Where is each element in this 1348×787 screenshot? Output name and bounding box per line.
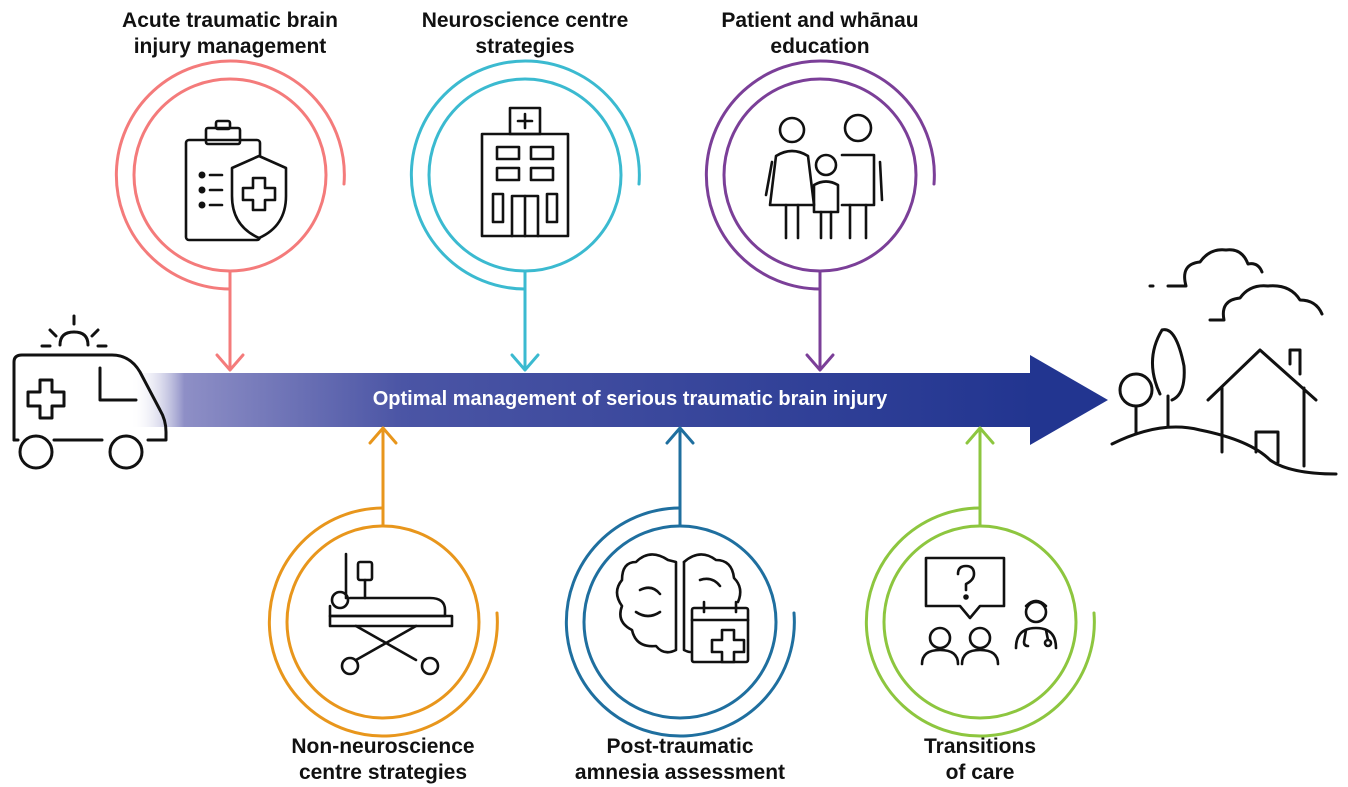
label-line: Patient and whānau — [721, 9, 919, 32]
hospital-icon — [480, 106, 570, 238]
main-arrow-label: Optimal management of serious traumatic … — [372, 388, 888, 410]
label-line: Acute traumatic brain — [122, 9, 338, 32]
label-neuroscience-centre: Neuroscience centre strategies — [375, 8, 675, 60]
home-icon — [1110, 248, 1338, 476]
family-icon — [764, 113, 884, 240]
label-line: Non-neuroscience — [291, 735, 475, 758]
label-non-neuroscience: Non-neuroscience centre strategies — [233, 734, 533, 786]
label-line: centre strategies — [298, 761, 468, 784]
label-transitions: Transitions of care — [830, 734, 1130, 786]
label-line: injury management — [133, 35, 327, 58]
label-line: amnesia assessment — [574, 761, 786, 784]
stage-transitions — [864, 426, 1096, 738]
label-line: Post-traumatic — [606, 735, 754, 758]
label-line: of care — [945, 761, 1015, 784]
label-line: strategies — [475, 35, 575, 58]
main-arrow — [130, 355, 1108, 445]
stage-patient-whanau — [704, 59, 936, 372]
ambulance-icon — [12, 314, 168, 470]
label-line: education — [770, 35, 870, 58]
clipboard-shield-icon — [184, 119, 288, 242]
brain-calendar-icon — [615, 553, 750, 664]
stage-non-neuroscience — [267, 426, 499, 738]
hospital-bed-icon — [328, 552, 454, 676]
stage-neuroscience-centre — [409, 59, 641, 372]
label-line: Transitions — [923, 735, 1037, 758]
label-patient-whanau: Patient and whānau education — [670, 8, 970, 60]
label-acute-tbi: Acute traumatic brain injury management — [80, 8, 380, 60]
stage-acute-tbi — [114, 59, 346, 372]
label-pta: Post-traumatic amnesia assessment — [530, 734, 830, 786]
consultation-icon — [920, 556, 1058, 666]
label-line: Neuroscience centre — [421, 9, 629, 32]
stage-pta — [564, 426, 796, 738]
